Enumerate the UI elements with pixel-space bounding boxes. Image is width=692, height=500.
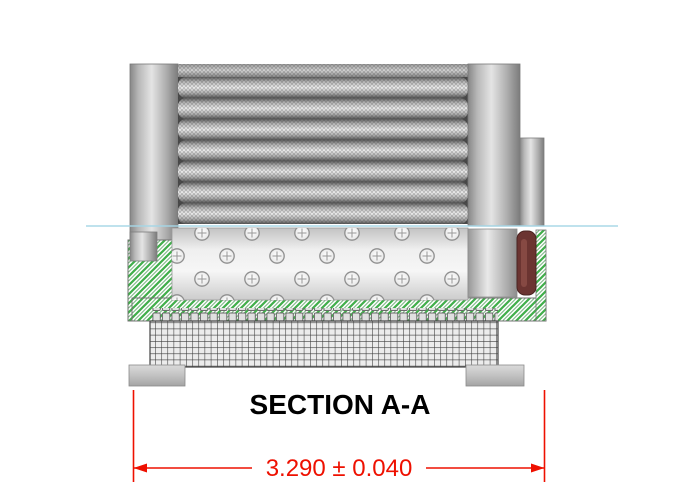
- media-mesh-texture: [178, 64, 468, 224]
- support-mesh-section: [128, 308, 525, 387]
- foot-right: [465, 364, 525, 387]
- core-section: [171, 227, 537, 301]
- filter-assembly-upper: [129, 63, 545, 241]
- support-mesh: [149, 320, 499, 368]
- dimension-arrow-left: [133, 463, 147, 473]
- end-cap-hatch-right: [535, 229, 547, 322]
- right-end-cap-hub: [519, 137, 545, 227]
- left-cap-step: [129, 231, 158, 262]
- right-hub-cylinder: [467, 228, 518, 298]
- dimension-text-mask: [252, 451, 426, 481]
- left-end-cap: [129, 63, 179, 241]
- dimension-text: 3.290 ± 0.040: [266, 455, 413, 482]
- seal-oring-highlight: [521, 239, 527, 287]
- dimension-group: 3.290 ± 0.040: [132, 390, 546, 482]
- section-label: SECTION A-A: [250, 389, 431, 420]
- foot-left: [128, 364, 186, 387]
- dimension-arrow-right: [531, 463, 545, 473]
- core-perforations: [172, 228, 468, 300]
- mesh-crimp-row: [152, 308, 498, 321]
- right-end-cap: [467, 63, 521, 227]
